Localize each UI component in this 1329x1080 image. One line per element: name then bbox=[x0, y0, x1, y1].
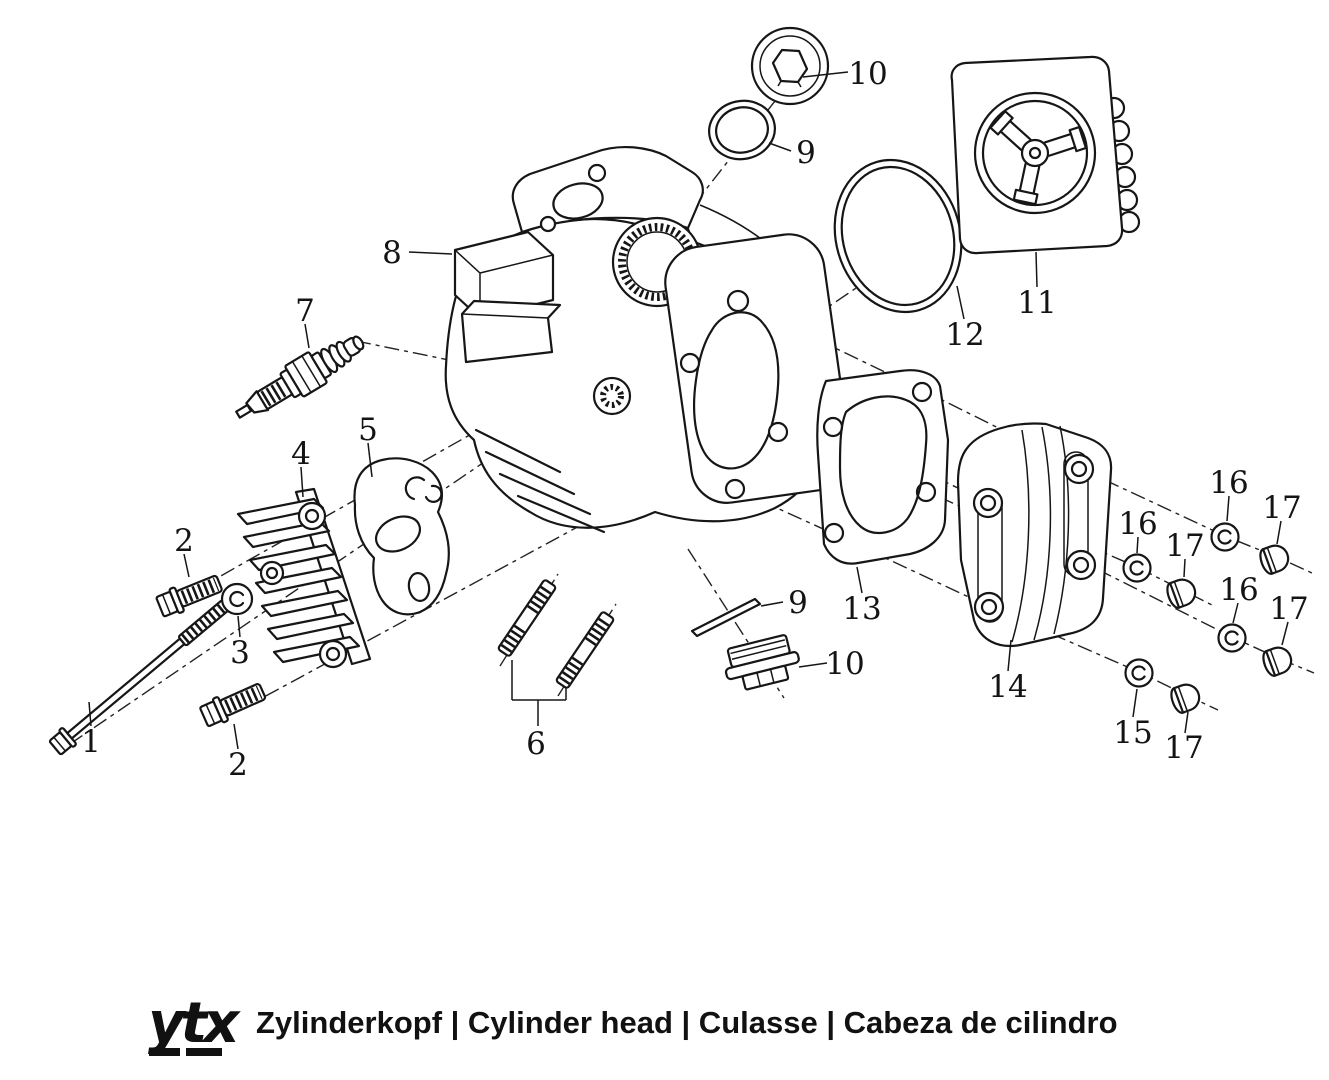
callout-2-lower: 2 bbox=[228, 747, 248, 783]
part-7-spark-plug bbox=[235, 335, 365, 419]
callout-17-row-a: 17 bbox=[1262, 490, 1301, 526]
callout-15: 15 bbox=[1113, 715, 1152, 751]
callout-17-row-d: 17 bbox=[1164, 730, 1203, 766]
leader-lines bbox=[88, 71, 1289, 750]
part-16-washer-row-b bbox=[1122, 553, 1152, 583]
callout-12: 12 bbox=[945, 317, 984, 353]
part-5-bracket-plate bbox=[353, 457, 450, 616]
callout-10-bottom: 10 bbox=[825, 646, 864, 682]
part-13-cover-gasket bbox=[816, 369, 950, 565]
part-1-long-bolt bbox=[48, 599, 230, 756]
part-9-o-ring-top bbox=[708, 99, 776, 161]
part-3-washer bbox=[220, 582, 254, 616]
callout-10-top: 10 bbox=[848, 56, 887, 92]
callout-3: 3 bbox=[230, 635, 250, 671]
part-17-cap-nut-row-c bbox=[1259, 642, 1296, 679]
part-12-large-o-ring bbox=[833, 158, 963, 314]
callout-16-row-b: 16 bbox=[1118, 506, 1157, 542]
brand-logo-underline-right bbox=[186, 1048, 222, 1056]
part-9-pin-bottom bbox=[690, 597, 762, 638]
callout-9-top: 9 bbox=[796, 135, 816, 171]
callout-2-upper: 2 bbox=[174, 523, 194, 559]
callout-14: 14 bbox=[988, 669, 1027, 705]
callout-16-row-c: 16 bbox=[1219, 572, 1258, 608]
part-16-washer-row-c bbox=[1217, 623, 1247, 653]
part-15-washer bbox=[1124, 658, 1154, 688]
callout-4: 4 bbox=[291, 436, 311, 472]
callout-11: 11 bbox=[1017, 285, 1056, 321]
part-callouts: 10 9 11 12 8 7 5 4 2 3 1 2 6 9 10 13 14 … bbox=[81, 56, 1309, 783]
part-8-bracket-blocks bbox=[453, 230, 562, 364]
brand-logo: ytx bbox=[148, 991, 245, 1056]
callout-5: 5 bbox=[358, 412, 378, 448]
part-17-cap-nut-row-a bbox=[1256, 540, 1293, 577]
part-17-cap-nut-row-d bbox=[1167, 679, 1204, 716]
part-10-cap-top bbox=[750, 26, 830, 106]
callout-6: 6 bbox=[526, 726, 546, 762]
brand-logo-underline-left bbox=[149, 1048, 180, 1056]
part-11-side-cover-plate bbox=[950, 55, 1141, 255]
footer: ytx Zylinderkopf | Cylinder head | Culas… bbox=[148, 991, 1118, 1056]
diagram-title: Zylinderkopf | Cylinder head | Culasse |… bbox=[256, 1005, 1118, 1040]
part-2-flange-bolt-lower bbox=[199, 679, 268, 729]
part-10-cap-bottom bbox=[724, 634, 800, 691]
callout-17-row-b: 17 bbox=[1165, 528, 1204, 564]
callout-17-row-c: 17 bbox=[1269, 591, 1308, 627]
callout-9-bottom: 9 bbox=[788, 585, 808, 621]
callout-1: 1 bbox=[81, 724, 101, 760]
callout-13: 13 bbox=[842, 591, 881, 627]
callout-16-row-a: 16 bbox=[1209, 465, 1248, 501]
part-16-washer-row-a bbox=[1210, 522, 1240, 552]
callout-7: 7 bbox=[295, 293, 315, 329]
part-4-finned-shroud bbox=[236, 487, 372, 669]
part-17-cap-nut-row-b bbox=[1163, 574, 1200, 611]
cylinder-head-body bbox=[444, 145, 852, 534]
part-6-studs bbox=[498, 579, 615, 688]
part-14-rocker-cover bbox=[956, 422, 1113, 647]
brand-logo-text: ytx bbox=[148, 991, 241, 1056]
callout-8: 8 bbox=[382, 235, 402, 271]
